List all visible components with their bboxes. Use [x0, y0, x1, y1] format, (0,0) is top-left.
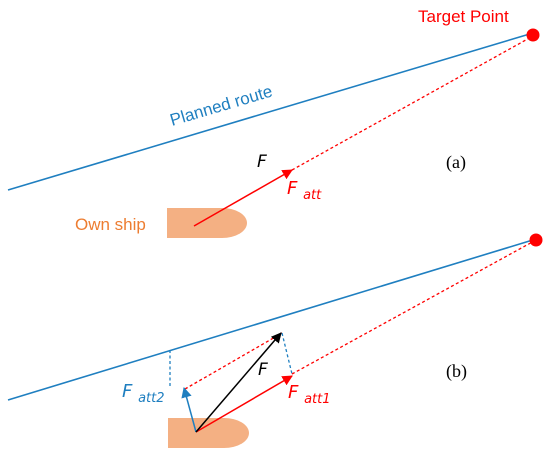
planned-route-label: Planned route	[168, 82, 275, 130]
panel-a-label: (a)	[446, 152, 466, 173]
panel-a: Planned route Own ship Target Point F F …	[7, 7, 540, 238]
attractive-force-subscript: att	[303, 188, 322, 203]
attractive-force-component-1-symbol: F	[288, 382, 299, 403]
attractive-force-component-1-subscript: att1	[304, 392, 330, 407]
resultant-force-arrow	[195, 332, 282, 433]
attractive-force-symbol: F	[287, 178, 298, 199]
parallelogram-right-dashed-line	[281, 332, 293, 375]
planned-route-line-b	[7, 238, 537, 401]
attractive-force-component-2-label: F att2	[122, 381, 165, 406]
own-ship-label: Own ship	[75, 215, 146, 234]
resultant-force-label: F	[257, 152, 267, 172]
attractive-force-component-2-arrow	[181, 386, 197, 433]
attractive-force-component-1-label: F att1	[288, 382, 331, 407]
attractive-force-arrow	[193, 169, 293, 227]
panel-b-label: (b)	[446, 361, 467, 382]
target-point-label: Target Point	[418, 7, 509, 26]
resultant-force-label-b: F	[258, 360, 268, 380]
panel-b: F F att1 F att2 (b)	[7, 233, 543, 448]
own-ship-hull	[167, 208, 247, 238]
target-point-marker	[526, 28, 540, 42]
target-direction-dashed-line	[291, 35, 534, 171]
attractive-force-component-2-subscript: att2	[138, 391, 164, 406]
own-ship-hull-b	[168, 418, 249, 448]
planned-route-line	[7, 32, 534, 191]
attractive-force-component-1-arrow	[195, 375, 293, 433]
parallelogram-top-dashed-line	[184, 332, 283, 390]
attractive-force-label: F att	[287, 178, 322, 203]
target-point-marker-b	[529, 233, 543, 247]
target-direction-dashed-line-b	[291, 239, 537, 375]
attractive-force-component-2-symbol: F	[122, 381, 133, 402]
